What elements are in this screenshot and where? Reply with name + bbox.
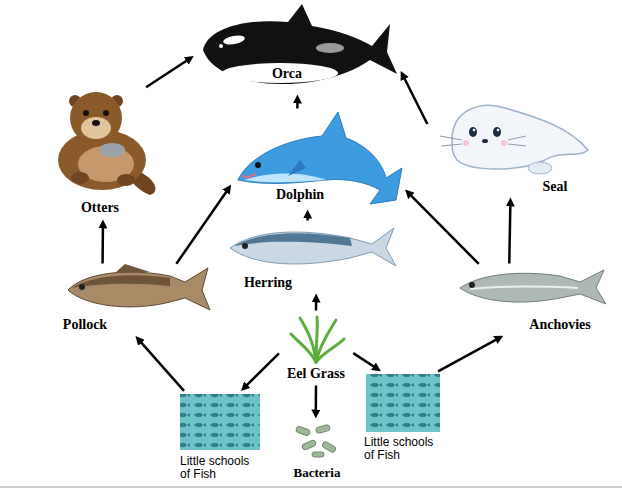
dolphin-eye <box>255 162 261 168</box>
orca-saddle <box>316 43 344 53</box>
organism-node: Little schools of Fish <box>176 392 266 484</box>
bacterium <box>315 424 330 433</box>
bacterium <box>312 452 324 457</box>
feeding-arrow <box>315 299 318 311</box>
organism-node: Pollock <box>60 265 212 335</box>
otter-eye <box>83 110 89 116</box>
bacterium <box>295 426 310 436</box>
orca-eye-patch <box>222 34 245 46</box>
seal-nose <box>482 139 488 143</box>
seal-cheek <box>463 140 469 146</box>
seal-cheek <box>501 140 507 146</box>
seal-eye-shine <box>497 129 500 132</box>
otter-eye <box>103 110 109 116</box>
orca-body <box>203 4 397 84</box>
anchovy-picture <box>460 270 606 304</box>
seal-eye-shine <box>473 129 476 132</box>
pollock-fin <box>115 264 150 273</box>
otter-shell <box>99 143 125 157</box>
anchovy-eye <box>469 282 475 288</box>
organism-label: Pollock <box>63 317 107 333</box>
feeding-arrow <box>296 100 299 109</box>
pollock-picture <box>68 264 210 310</box>
bacterium <box>301 439 316 450</box>
feeding-arrow <box>306 215 309 221</box>
organism-label: Herring <box>244 275 292 291</box>
bacteria-picture <box>295 424 336 457</box>
herring-picture <box>230 228 396 266</box>
organism-label: Bacteria <box>294 465 341 480</box>
otter-head <box>70 92 122 144</box>
otter-paw <box>71 172 89 184</box>
organism-node: Orca <box>195 3 400 93</box>
orca-eye <box>219 44 223 48</box>
dolphin-picture <box>238 112 402 204</box>
otter-muzzle <box>81 117 111 139</box>
organism-node: Eel Grass <box>280 312 352 384</box>
feeding-arrow <box>403 76 427 124</box>
otter-nose <box>92 120 100 126</box>
fish-school-picture <box>366 374 440 432</box>
organism-label: Dolphin <box>276 187 324 203</box>
organism-label: Eel Grass <box>287 366 345 382</box>
seal-eye <box>493 127 501 137</box>
organism-label: Little schools of Fish <box>364 436 444 462</box>
orca-picture <box>203 4 397 84</box>
pollock-back <box>72 275 170 288</box>
organism-node: Little schools of Fish <box>362 372 446 463</box>
otter-picture <box>58 92 155 195</box>
feeding-arrow <box>353 353 376 368</box>
herring-back <box>234 233 352 246</box>
feeding-arrow <box>315 386 318 414</box>
feeding-arrow <box>176 189 228 264</box>
feeding-arrow <box>101 225 104 264</box>
organism-node: Anchovies <box>455 265 610 335</box>
grass-blade <box>291 334 316 362</box>
organism-node: Bacteria <box>286 420 348 484</box>
feeding-arrow <box>146 59 189 87</box>
dolphin-flipper <box>288 160 306 176</box>
feeding-arrow <box>139 340 184 391</box>
organism-node: Seal <box>428 95 593 196</box>
dolphin-body <box>238 112 402 204</box>
bottom-rule <box>0 487 622 488</box>
herring-body <box>230 228 396 266</box>
anchovy-body <box>460 270 606 304</box>
orca-belly <box>222 63 338 83</box>
organism-node: Otters <box>48 88 158 218</box>
anchovy-stripe <box>470 287 578 289</box>
seal-picture <box>440 105 588 174</box>
organism-label: Seal <box>543 179 568 195</box>
bacterium <box>321 441 336 453</box>
organism-label: Otters <box>81 200 119 216</box>
feeding-arrow <box>409 193 479 264</box>
organism-label: Orca <box>272 66 302 82</box>
seal-eye <box>469 127 477 137</box>
organism-label: Little schools of Fish <box>180 455 260 481</box>
pollock-body <box>68 268 210 310</box>
feeding-arrow <box>438 338 498 371</box>
herring-eye <box>242 243 248 249</box>
grass-blade <box>316 339 344 362</box>
organism-label: Anchovies <box>529 317 590 333</box>
organism-node: Herring <box>225 222 397 292</box>
seal-flipper <box>528 162 552 174</box>
organism-node: Dolphin <box>232 110 404 208</box>
feeding-arrow <box>509 203 510 264</box>
dolphin-mouth <box>242 174 256 177</box>
seal-whiskers <box>440 136 526 146</box>
pollock-eye <box>79 284 85 290</box>
eelgrass-picture <box>291 317 344 362</box>
otter-paw <box>117 174 135 186</box>
grass-blade <box>316 320 336 362</box>
fish-school-picture <box>180 394 260 450</box>
feeding-arrow <box>245 353 279 387</box>
